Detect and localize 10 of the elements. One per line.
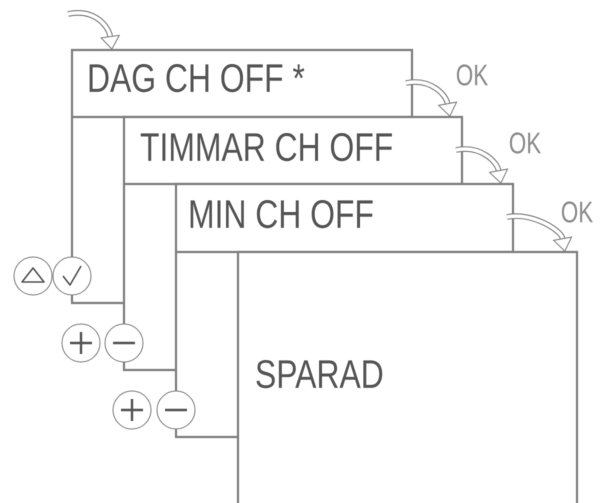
curved-arrow — [456, 146, 508, 184]
curved-arrow — [406, 79, 458, 117]
curved-arrow — [68, 10, 120, 50]
screen-box: DAG CH OFF * — [70, 48, 414, 118]
edge-label: OK — [508, 131, 542, 155]
curved-arrow — [506, 213, 572, 252]
screen-box: MIN CH OFF — [174, 182, 514, 254]
edge-label: OK — [560, 200, 594, 224]
screen-box: TIMMAR CH OFF — [122, 116, 464, 186]
edge-label: OK — [454, 63, 490, 87]
